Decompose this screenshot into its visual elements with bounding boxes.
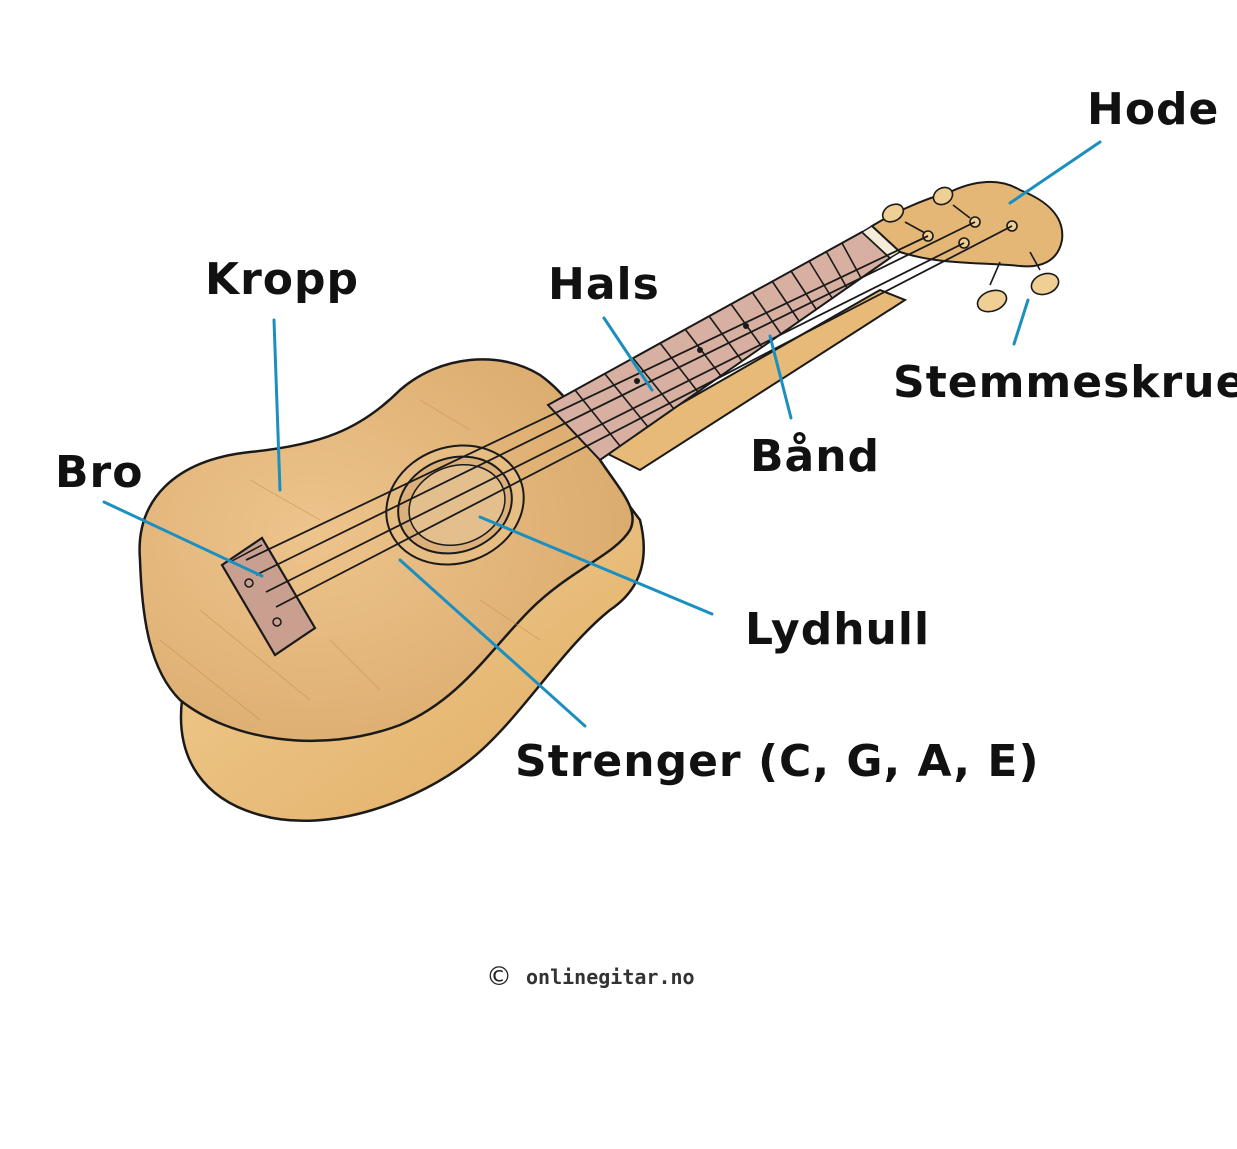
leader-line-body [272, 318, 282, 492]
strings [245, 221, 1013, 608]
leader-line-bridge [102, 500, 264, 578]
label-head: Hode [1087, 84, 1220, 135]
leader-line-neck [602, 316, 654, 392]
copyright-notice: © onlinegitar.no [486, 962, 695, 992]
copyright-text: onlinegitar.no [526, 965, 695, 989]
tuning-pegs [881, 186, 1060, 313]
leader-line-strings [398, 558, 587, 728]
leader-lines [102, 140, 1102, 728]
leader-line-sound-hole [478, 515, 714, 616]
label-body: Kropp [205, 254, 360, 305]
label-strings: Strenger (C, G, A, E) [515, 736, 1040, 787]
leader-line-tuning-pegs [1012, 298, 1030, 346]
leader-line-head [1008, 140, 1102, 205]
label-bridge: Bro [55, 447, 144, 498]
leader-line-frets [768, 334, 793, 420]
label-sound-hole: Lydhull [745, 604, 931, 655]
label-tuning-pegs: Stemmeskruer [893, 357, 1237, 408]
label-frets: Bånd [750, 431, 881, 482]
fret-markers [634, 323, 749, 384]
headstock [870, 180, 1064, 268]
copyright-icon: © [486, 962, 512, 992]
wood-grain [159, 399, 541, 721]
label-neck: Hals [548, 259, 660, 310]
